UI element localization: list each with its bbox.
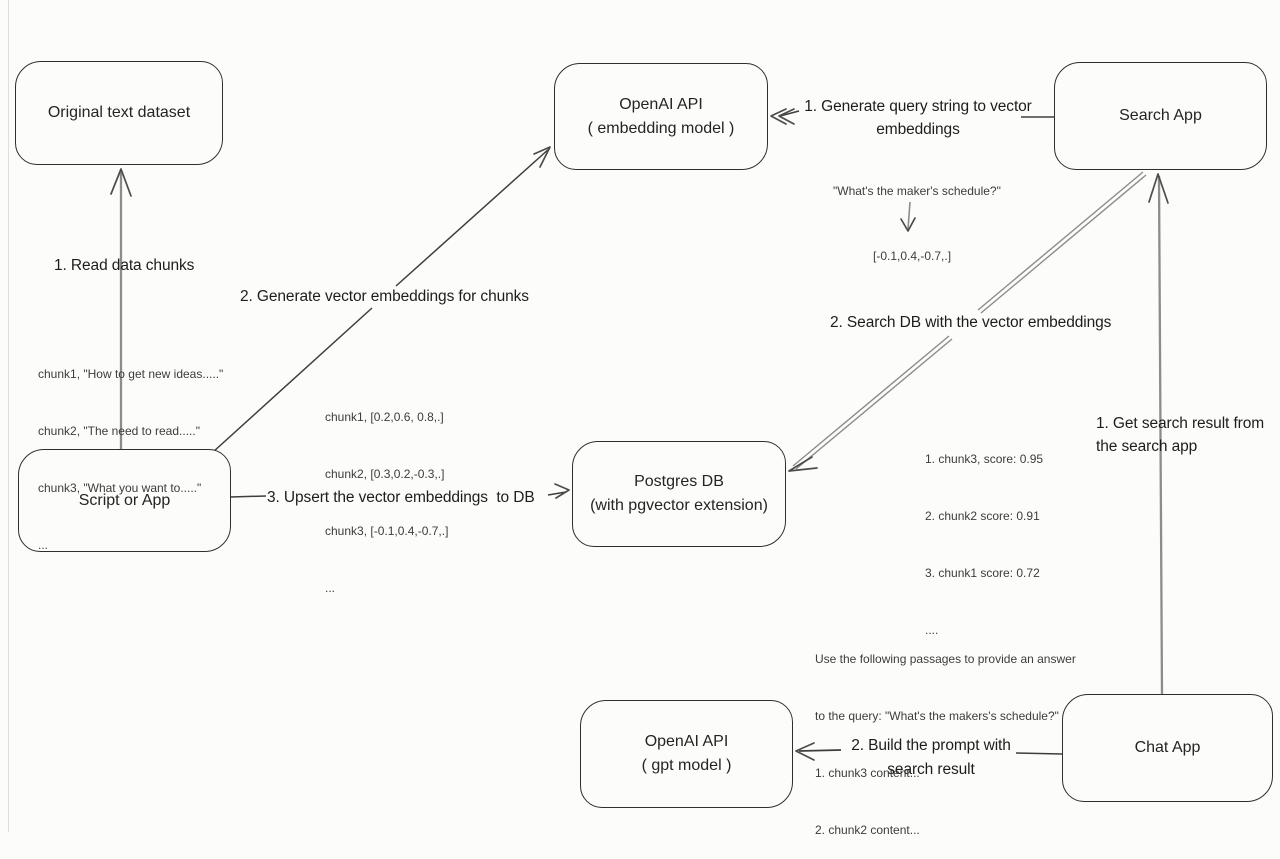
arrow-upsert-to-db: [229, 483, 570, 499]
step-get-search-result: 1. Get search result from the search app: [1096, 415, 1265, 455]
step-generate-embeddings: 2. Generate vector embeddings for chunks: [240, 288, 529, 305]
node-label: Search App: [1119, 107, 1202, 124]
annotation-prompt-text: Use the following passages to provide an…: [815, 612, 1076, 859]
annotation-line: ...: [38, 538, 49, 552]
annotation-line: 1. chunk3 content...: [815, 766, 920, 780]
annotation-query-vector: [-0.1,0.4,-0.7,.]: [873, 249, 952, 263]
annotation-line: chunk1, "How to get new ideas.....": [38, 367, 224, 381]
arrow-get-search-result: [1148, 173, 1169, 696]
annotation-line: 2. chunk2 score: 0.91: [925, 509, 1040, 523]
arrowhead-right-icon: [554, 483, 570, 499]
node-label: Chat App: [1134, 739, 1201, 756]
arrow-query-to-vector: [900, 201, 916, 232]
node-search-app: Search App: [1054, 62, 1267, 170]
annotation-line: chunk3, [-0.1,0.4,-0.7,.]: [325, 524, 449, 538]
annotation-line: chunk3, "What you want to.....": [38, 481, 202, 495]
node-label: OpenAI API: [619, 95, 703, 113]
node-sublabel: ( embedding model ): [587, 119, 735, 137]
annotation-line: Use the following passages to provide an…: [815, 652, 1076, 666]
step-build-prompt: 2. Build the prompt with search result: [851, 737, 1011, 778]
annotation-search-scores: 1. chunk3, score: 0.95 2. chunk2 score: …: [925, 412, 1043, 659]
arrow-read-data-chunks: [110, 168, 132, 449]
node-label: Postgres DB: [634, 473, 724, 490]
annotation-line: ...: [325, 581, 336, 595]
step-read-data-chunks: 1. Read data chunks: [54, 257, 195, 274]
node-label: OpenAI API: [644, 733, 729, 750]
arrowhead-left-icon: [795, 742, 815, 761]
arrow-search-db: [788, 171, 1147, 472]
node-sublabel: (with pgvector extension): [590, 497, 768, 514]
annotation-line: 2. chunk2 content...: [815, 823, 920, 837]
arrowhead-up-right-icon: [533, 146, 551, 168]
annotation-line: chunk2, "The need to read.....": [38, 424, 200, 438]
annotation-chunk-texts: chunk1, "How to get new ideas....." chun…: [38, 327, 223, 574]
node-label: Original text dataset: [47, 104, 191, 121]
node-original-text-dataset: Original text dataset: [15, 61, 223, 165]
page-edge-line: [8, 0, 9, 832]
arrow-build-prompt: [795, 742, 1063, 761]
annotation-line: chunk1, [0.2,0.6, 0.8,.]: [325, 410, 444, 424]
arrowhead-up-icon: [110, 168, 132, 197]
annotation-chunk-vectors: chunk1, [0.2,0.6, 0.8,.] chunk2, [0.3,0.…: [325, 370, 448, 617]
annotation-line: to the query: "What's the makers's sched…: [815, 709, 1059, 723]
node-sublabel: ( gpt model ): [641, 757, 732, 774]
annotation-line: chunk2, [0.3,0.2,-0.3,.]: [325, 467, 445, 481]
arrow-generate-query: [770, 108, 1054, 125]
annotation-line: ....: [925, 623, 939, 637]
annotation-line: 3. chunk1 score: 0.72: [925, 566, 1040, 580]
arrowhead-down-left-icon: [788, 456, 818, 472]
step-generate-query-string: 1. Generate query string to vector embed…: [804, 98, 1032, 138]
annotation-line: 1. chunk3, score: 0.95: [925, 452, 1044, 466]
arrowhead-down-icon: [900, 217, 916, 232]
arrowhead-left-double-icon: [770, 108, 795, 125]
connector-layer: [110, 108, 1169, 761]
node-openai-gpt-api: OpenAI API ( gpt model ): [580, 700, 793, 808]
step-upsert-to-db: 3. Upsert the vector embeddings to DB: [267, 489, 535, 506]
annotation-query-string: "What's the maker's schedule?": [833, 184, 1001, 198]
node-openai-embedding-api: OpenAI API ( embedding model ): [554, 63, 768, 170]
arrowhead-up-icon: [1148, 173, 1169, 204]
step-search-db: 2. Search DB with the vector embeddings: [830, 314, 1112, 331]
node-postgres-db: Postgres DB (with pgvector extension): [572, 441, 786, 547]
node-label: Script or App: [78, 491, 171, 509]
arrow-generate-embeddings: [212, 146, 551, 453]
node-script-or-app: Script or App: [18, 449, 231, 552]
node-chat-app: Chat App: [1062, 694, 1273, 802]
